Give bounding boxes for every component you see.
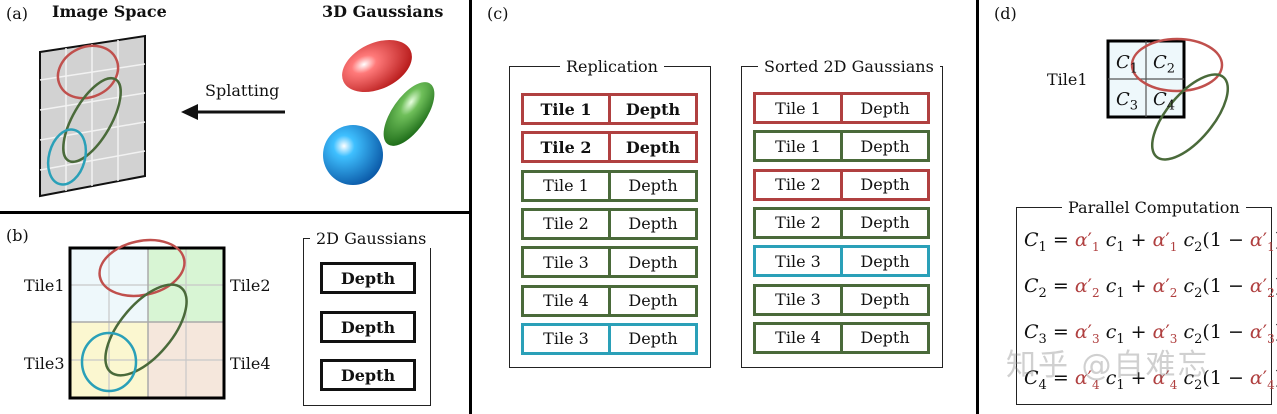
cell-c1: C1 (1116, 52, 1139, 77)
tile-depth-row: Tile 2 Depth (753, 168, 930, 201)
row-depth-cell: Depth (860, 328, 910, 348)
replication-title: Replication (560, 57, 664, 76)
row-tile-cell: Tile 2 (524, 134, 611, 161)
row-depth-cell: Depth (628, 214, 678, 234)
panel-d-tile1-label: Tile1 (1047, 70, 1088, 89)
green-gaussian-3d (383, 82, 435, 146)
equation-c4: C4 = α′4 c1 + α′4 c2(1 − α′4) (1024, 367, 1277, 393)
tile-depth-row: Tile 1 Depth (753, 130, 930, 163)
divider-c-d (976, 0, 979, 414)
row-depth-cell: Depth (860, 136, 910, 156)
row-tile-cell: Tile 2 (756, 171, 843, 198)
tile-depth-row: Tile 1 Depth (753, 92, 930, 124)
red-gaussian-3d (342, 39, 412, 93)
row-depth-cell: Depth (860, 98, 910, 118)
tile-depth-row: Tile 3 Depth (753, 283, 930, 316)
row-tile-cell: Tile 3 (756, 286, 843, 313)
tile4-label: Tile4 (230, 354, 271, 373)
row-depth-cell: Depth (860, 213, 910, 233)
row-tile-cell: Tile 1 (756, 133, 843, 160)
equation-c3: C3 = α′3 c1 + α′3 c2(1 − α′3) (1024, 321, 1277, 347)
row-tile-cell: Tile 2 (756, 209, 843, 236)
image-space-title: Image Space (52, 2, 167, 21)
row-depth-cell: Depth (860, 175, 910, 195)
panel-b-label: (b) (6, 226, 29, 245)
tile-depth-row: Tile 3 Depth (521, 246, 698, 279)
tile1-label: Tile1 (24, 276, 65, 295)
splatting-arrow-icon (181, 104, 198, 120)
legend-2d-gaussians (303, 238, 431, 406)
gaussians-3d-title: 3D Gaussians (322, 2, 444, 21)
tile-depth-row: Tile 2 Depth (521, 207, 698, 240)
legend-depth-red: Depth (320, 262, 416, 294)
row-depth-cell: Depth (628, 252, 678, 272)
panel-a-graphic (39, 34, 435, 198)
parallel-computation-title: Parallel Computation (1062, 198, 1246, 217)
row-depth-cell: Depth (628, 329, 678, 349)
divider-a-b (0, 211, 470, 214)
legend-depth-green: Depth (320, 311, 416, 343)
legend-2d-title: 2D Gaussians (310, 229, 433, 248)
cell-c2: C2 (1153, 52, 1176, 77)
tile-depth-row: Tile 2 Depth (753, 206, 930, 239)
row-depth-cell: Depth (860, 251, 910, 271)
tile-depth-row: Tile 4 Depth (521, 284, 698, 317)
tile-depth-row: Tile 1 Depth (521, 93, 698, 125)
equation-c2: C2 = α′2 c1 + α′2 c2(1 − α′2) (1024, 275, 1277, 301)
row-tile-cell: Tile 1 (756, 95, 843, 121)
tile-depth-row: Tile 4 Depth (753, 321, 930, 354)
tile-depth-row: Tile 3 Depth (521, 322, 698, 355)
legend-depth-cyan: Depth (320, 359, 416, 391)
row-tile-cell: Tile 2 (524, 210, 611, 237)
row-depth-cell: Depth (628, 291, 678, 310)
tile2-label: Tile2 (230, 276, 271, 295)
watermark: 知乎 @自难忘 (1006, 348, 1210, 383)
blue-gaussian-3d (323, 125, 383, 185)
tile-depth-row: Tile 1 Depth (521, 169, 698, 202)
tile-depth-row: Tile 2 Depth (521, 131, 698, 164)
panel-a-label: (a) (6, 4, 29, 23)
equation-c1: C1 = α′1 c1 + α′1 c2(1 − α′1) (1024, 229, 1277, 255)
row-tile-cell: Tile 1 (524, 172, 611, 199)
tile-depth-row: Tile 3 Depth (753, 245, 930, 278)
row-depth-cell: Depth (628, 176, 678, 196)
cell-c4: C4 (1153, 89, 1176, 114)
panel-d-label: (d) (994, 4, 1017, 23)
splatting-label: Splatting (205, 81, 280, 100)
sorted-title: Sorted 2D Gaussians (758, 57, 940, 76)
row-depth-cell: Depth (625, 99, 681, 119)
divider-a-c (469, 0, 472, 414)
row-depth-cell: Depth (625, 137, 681, 157)
row-tile-cell: Tile 3 (524, 325, 611, 352)
cell-c3: C3 (1116, 89, 1139, 114)
tile-grid-graphic (68, 238, 226, 400)
row-tile-cell: Tile 4 (756, 324, 843, 351)
row-tile-cell: Tile 4 (524, 287, 611, 314)
pixel-tile-graphic (1106, 37, 1230, 161)
tile3-label: Tile3 (24, 354, 65, 373)
parallel-computation-box (1016, 207, 1272, 405)
image-plane (39, 34, 146, 198)
row-tile-cell: Tile 3 (524, 249, 611, 276)
row-tile-cell: Tile 3 (756, 248, 843, 275)
row-depth-cell: Depth (860, 290, 910, 309)
row-tile-cell: Tile 1 (524, 96, 611, 122)
panel-c-label: (c) (487, 4, 509, 23)
